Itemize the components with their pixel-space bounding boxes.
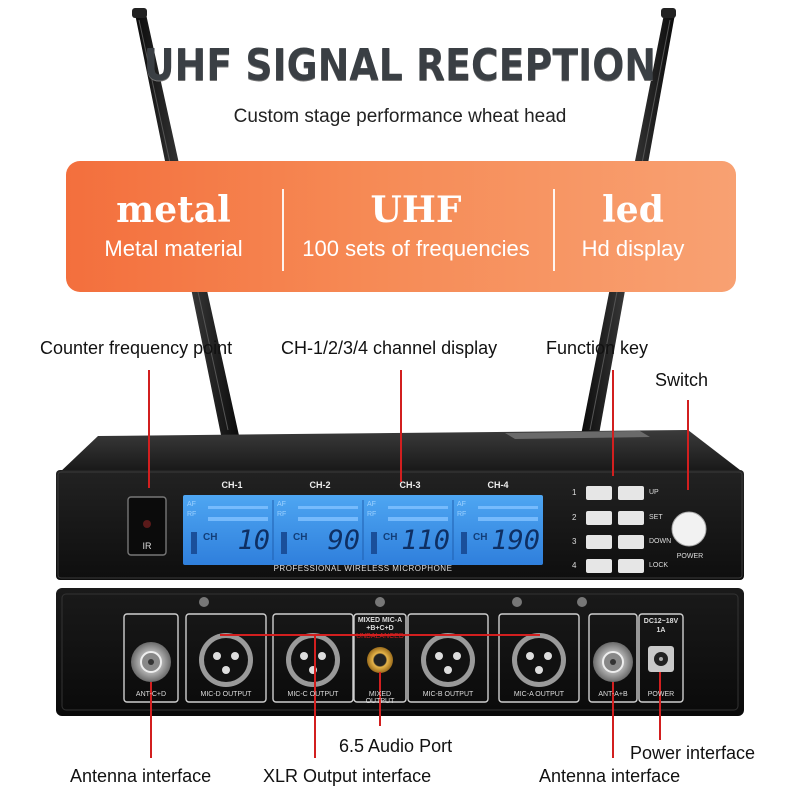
feature-uhf: UHF 100 sets of frequencies [286,161,546,292]
callout-lines [148,370,689,758]
key-number: 4 [572,561,577,570]
ir-label: IR [142,541,152,551]
feature-divider [553,189,555,271]
feature-metal: metal Metal material [66,161,281,292]
callout-counter-frequency: Counter frequency point [40,338,233,358]
lcd-rf-label: RF [277,511,287,518]
lcd-rf-label: RF [457,511,467,518]
feature-divider [282,189,284,271]
lcd-channel-value: 90 [327,525,360,556]
callout-xlr-output: XLR Output interface [263,766,432,786]
rear-label-mic-d: MIC-D OUTPUT [200,691,252,698]
feature-title: metal [116,188,231,231]
key-label-up: UP [649,489,659,496]
rear-label-mixed: MIXED OUTPUT [365,691,395,705]
key-number: 3 [572,537,577,546]
lcd-rf-label: RF [367,511,377,518]
lcd-rf-label: RF [187,511,197,518]
antenna-connector-cd [131,642,171,682]
key-label-down: DOWN [649,538,672,545]
rear-label-mic-b: MIC-B OUTPUT [422,691,474,698]
channel-label: CH-2 [309,480,331,490]
rear-label-dc-amp: 1A [656,627,666,634]
callout-function-key: Function key [546,338,649,358]
callout-antenna-right: Antenna interface [539,766,681,786]
feature-banner: metal Metal material UHF 100 sets of fre… [66,161,736,292]
channel-label: CH-1 [221,480,243,490]
lcd-channel-value: 110 [401,525,450,556]
audio-jack [367,647,393,673]
lcd-ch: CH [203,532,218,543]
lcd-af-label: AF [457,501,466,508]
power-label: POWER [676,553,704,560]
channel-label: CH-3 [399,480,421,490]
rear-label-mic-a: MIC-A OUTPUT [513,691,565,698]
page-subtitle: Custom stage performance wheat head [233,106,567,127]
rear-label-mixed-top: MIXED MIC-A [357,617,403,624]
function-keys [586,486,644,573]
lcd-ch: CH [383,532,398,543]
key-label-set: SET [649,514,663,521]
feature-title: led [602,188,664,231]
key-number: 2 [572,513,577,522]
feature-led: led Hd display [558,161,708,292]
lcd-ch: CH [473,532,488,543]
lcd-ch: CH [293,532,308,543]
lcd-channel-value: 190 [491,525,540,556]
lcd-af-label: AF [277,501,286,508]
callout-antenna-left: Antenna interface [70,766,212,786]
product-name: PROFESSIONAL WIRELESS MICROPHONE [273,564,453,573]
feature-desc: 100 sets of frequencies [302,235,530,261]
callout-switch: Switch [655,370,709,390]
channel-label: CH-4 [487,480,509,490]
rear-label-mixed-top2: +B+C+D [366,625,394,632]
antenna-connector-ab [593,642,633,682]
callout-channel-display: CH-1/2/3/4 channel display [281,338,498,358]
page-title: UHF SIGNAL RECEPTION [143,40,657,91]
key-number: 1 [572,488,577,497]
callout-power-interface: Power interface [630,743,756,763]
rear-label-ant-cd: ANT-C+D [135,691,167,698]
feature-title: UHF [370,188,462,231]
feature-desc: Metal material [104,235,243,261]
key-label-lock: LOCK [649,562,669,569]
callout-audio-port: 6.5 Audio Port [339,736,453,756]
rear-label-ant-ab: ANT-A+B [598,691,628,698]
power-button [671,511,707,547]
lcd-af-label: AF [187,501,196,508]
rear-label-dc-spec: DC12~18V [643,618,679,625]
rear-label-power: POWER [647,691,675,698]
lcd-channel-value: 10 [237,525,270,556]
feature-desc: Hd display [581,235,685,261]
xlr-connectors [199,633,566,687]
lcd-af-label: AF [367,501,376,508]
rear-label-mic-c: MIC-C OUTPUT [287,691,339,698]
rear-label-unbalanced: UNBALANCED [356,633,404,640]
